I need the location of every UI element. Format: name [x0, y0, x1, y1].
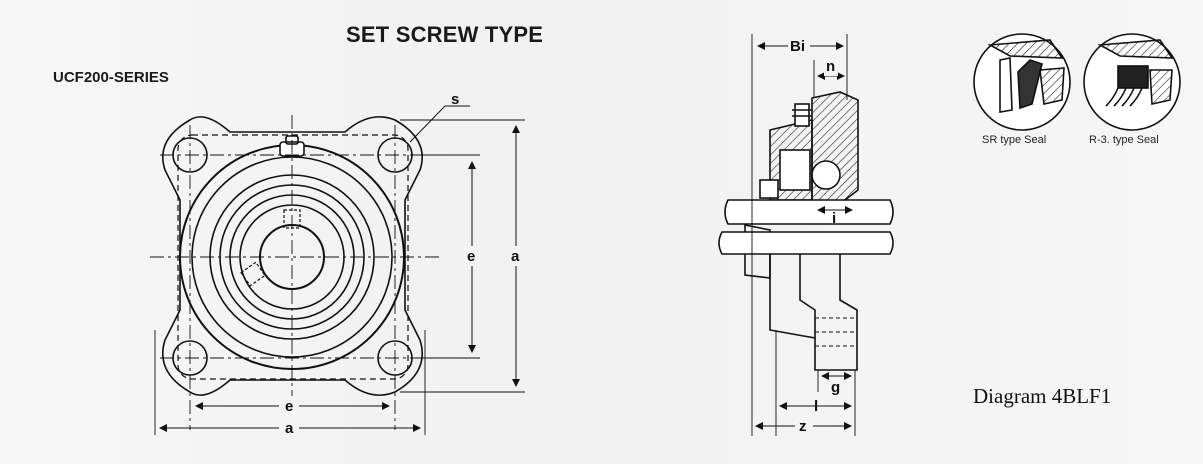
bearing-ring-1 [219, 184, 365, 330]
side-view [718, 91, 894, 371]
dim-e-vertical-label: e [467, 248, 475, 265]
dim-a-horizontal-label: a [285, 420, 294, 437]
dim-g-label: g [831, 379, 840, 396]
dim-e-horizontal-label: e [285, 398, 293, 415]
drawing-title: SET SCREW TYPE [346, 22, 544, 47]
dim-l-label: l [814, 398, 818, 415]
sr-seal-label: SR type Seal [982, 134, 1046, 146]
shaft [724, 199, 894, 225]
sr-seal-detail [973, 33, 1071, 131]
series-label: UCF200-SERIES [53, 69, 169, 86]
housing-section [811, 91, 859, 206]
dim-s-leader [409, 105, 470, 143]
front-centerlines [150, 115, 440, 430]
flange-lower [799, 254, 858, 371]
diagram-caption: Diagram 4BLF1 [973, 384, 1112, 408]
housing-ring [191, 156, 393, 358]
r3-seal-detail [1083, 33, 1181, 131]
dim-s-label: s [451, 91, 459, 108]
r3-seal-label: R-3. type Seal [1089, 134, 1159, 146]
front-view [150, 105, 525, 435]
set-screw-left [240, 261, 266, 287]
flange-outline [161, 116, 424, 396]
dim-n-label: n [826, 58, 835, 75]
dim-bi-label: Bi [790, 38, 805, 55]
dim-a-vertical-label: a [511, 248, 520, 265]
ball [811, 160, 841, 190]
dim-i-label: i [832, 210, 836, 227]
dim-z-label: z [799, 418, 807, 435]
